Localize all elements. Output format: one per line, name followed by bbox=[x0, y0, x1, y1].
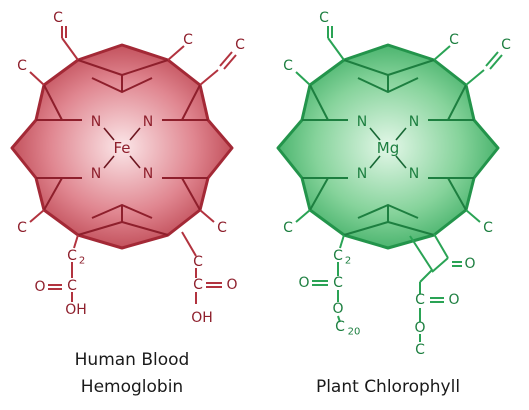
heme-methyl-carbon-top-right: C bbox=[183, 32, 193, 48]
chlorophyll-methyl-ester-carbon: C bbox=[415, 342, 425, 358]
heme-nitrogen-2: N bbox=[143, 114, 153, 130]
heme-propionate-carbon-right: C bbox=[193, 254, 203, 270]
heme-propionate-c2-subscript: 2 bbox=[79, 256, 85, 267]
heme-hydroxyl-left: OH bbox=[65, 302, 87, 318]
heme-carbonyl-oxygen-left: O bbox=[34, 279, 45, 295]
heme-methyl-carbon-left: C bbox=[17, 58, 27, 74]
chlorophyll-ester-carbon-right: C bbox=[415, 292, 425, 308]
chlorophyll-nitrogen-1: N bbox=[357, 114, 367, 130]
heme-carboxyl-carbon-left: C bbox=[67, 278, 77, 294]
chlorophyll-chain-c2-subscript: 2 bbox=[345, 256, 351, 267]
heme-methyl-carbon-bottom-left: C bbox=[17, 220, 27, 236]
chlorophyll-atom-labels: Mg N N N N C C C C C C O C 2 C O O C 20 … bbox=[283, 10, 511, 358]
chlorophyll-methyl-carbon-top-right: C bbox=[449, 32, 459, 48]
heme-fe-n-bonds bbox=[103, 127, 141, 169]
hemoglobin-heme-structure bbox=[10, 26, 237, 304]
chlorophyll-methyl-carbon-bottom-right: C bbox=[483, 220, 493, 236]
chlorophyll-carbonyl-oxygen-left: O bbox=[298, 275, 309, 291]
chlorin-pyrrole-rings bbox=[302, 59, 474, 236]
hemoglobin-atom-labels: Fe N N N N C C C C C C C 2 C O OH C C O … bbox=[17, 10, 245, 326]
chlorophyll-chain-c2: C bbox=[333, 248, 343, 264]
chlorophyll-ketone-oxygen: O bbox=[464, 256, 475, 272]
hemoglobin-caption-line1: Human Blood bbox=[75, 350, 190, 370]
heme-nitrogen-4: N bbox=[143, 166, 153, 182]
heme-hydroxyl-right: OH bbox=[191, 310, 213, 326]
heme-pyrrole-rings bbox=[36, 59, 208, 236]
chlorophyll-phytol-c20: C bbox=[335, 319, 345, 335]
chlorophyll-substituent-bonds bbox=[295, 26, 503, 342]
chlorophyll-nitrogen-2: N bbox=[409, 114, 419, 130]
heme-vinyl-carbon-right: C bbox=[235, 37, 245, 53]
heme-propionate-c2-left: C bbox=[67, 248, 77, 264]
chlorophyll-caption: Plant Chlorophyll bbox=[316, 377, 460, 397]
chlorophyll-metal-mg: Mg bbox=[377, 139, 399, 157]
chlorophyll-ester-oxygen-left: O bbox=[332, 301, 343, 317]
chlorophyll-carbonyl-oxygen-right: O bbox=[448, 292, 459, 308]
heme-vinyl-carbon-top: C bbox=[53, 10, 63, 26]
chlorophyll-vinyl-carbon-right: C bbox=[501, 37, 511, 53]
hemoglobin-caption-line2: Hemoglobin bbox=[81, 377, 183, 397]
chlorophyll-nitrogen-3: N bbox=[357, 166, 367, 182]
heme-porphyrin-body bbox=[10, 43, 234, 250]
heme-carbonyl-oxygen-right: O bbox=[226, 277, 237, 293]
heme-substituent-bonds bbox=[29, 26, 237, 304]
chlorophyll-ester-oxygen-right: O bbox=[414, 320, 425, 336]
chlorophyll-ester-carbon-left: C bbox=[333, 275, 343, 291]
chlorophyll-methyl-carbon-left: C bbox=[283, 58, 293, 74]
chlorin-ring-body bbox=[276, 43, 500, 250]
heme-nitrogen-1: N bbox=[91, 114, 101, 130]
chlorophyll-nitrogen-4: N bbox=[409, 166, 419, 182]
chlorophyll-vinyl-carbon-top: C bbox=[319, 10, 329, 26]
heme-carboxyl-carbon-right: C bbox=[193, 277, 203, 293]
chlorophyll-phytol-c20-subscript: 20 bbox=[348, 327, 361, 338]
chlorophyll-structure bbox=[276, 26, 503, 342]
chlorophyll-methyl-carbon-bottom-left: C bbox=[283, 220, 293, 236]
heme-methyl-carbon-bottom-right: C bbox=[217, 220, 227, 236]
chlorophyll-mg-n-bonds bbox=[369, 127, 407, 169]
heme-nitrogen-3: N bbox=[91, 166, 101, 182]
heme-metal-fe: Fe bbox=[113, 139, 130, 157]
